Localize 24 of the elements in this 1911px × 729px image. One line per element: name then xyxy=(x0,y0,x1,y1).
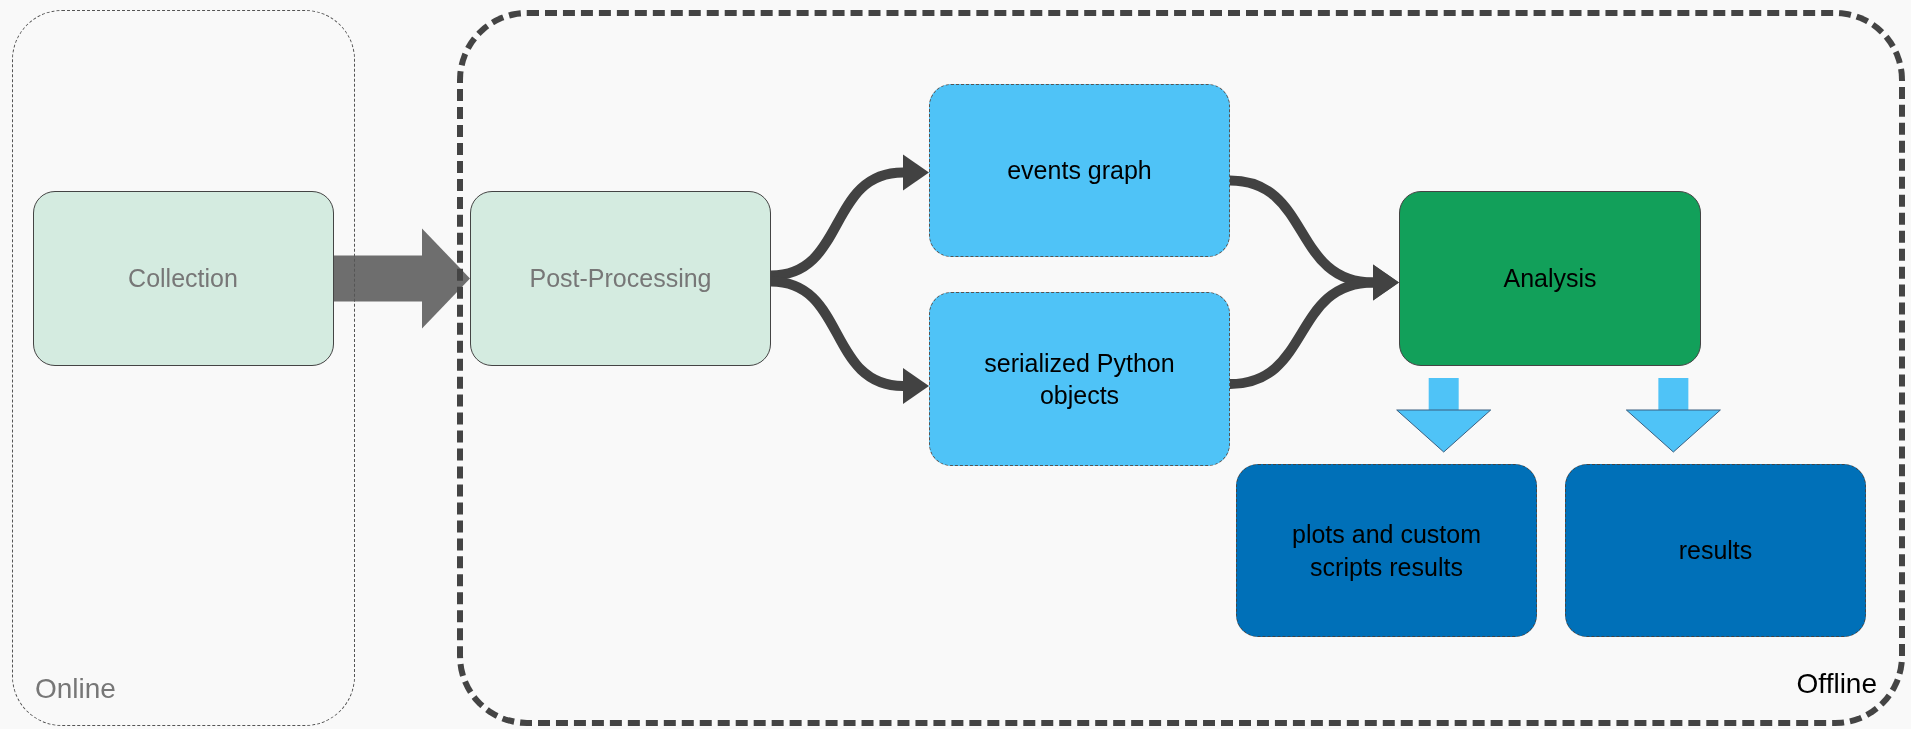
block-arrow xyxy=(334,228,470,329)
data-box xyxy=(929,292,1230,466)
curved-arrow xyxy=(1229,264,1399,389)
curved-arrow xyxy=(770,154,929,281)
box-label: Collection xyxy=(127,262,239,294)
data-box xyxy=(929,84,1230,257)
output-box xyxy=(1236,464,1537,637)
box-label: results xyxy=(1677,535,1754,567)
curved-arrow xyxy=(770,276,929,404)
box-label: plots and custom scripts results xyxy=(1291,519,1482,583)
block-arrow xyxy=(1396,378,1492,453)
process-box xyxy=(32,190,334,366)
group-frame xyxy=(457,10,1905,726)
group-label: Online xyxy=(35,671,116,706)
box-label: Analysis xyxy=(1502,263,1598,295)
output-box xyxy=(1565,464,1866,637)
process-box xyxy=(1399,191,1701,366)
block-arrow xyxy=(1625,378,1721,453)
group-label: Offline xyxy=(1796,666,1877,701)
group-frame xyxy=(12,10,355,726)
box-label: Post-Processing xyxy=(528,263,713,295)
process-box xyxy=(470,191,771,366)
box-label: events graph xyxy=(1006,155,1153,187)
box-label: serialized Python objects xyxy=(983,347,1176,411)
